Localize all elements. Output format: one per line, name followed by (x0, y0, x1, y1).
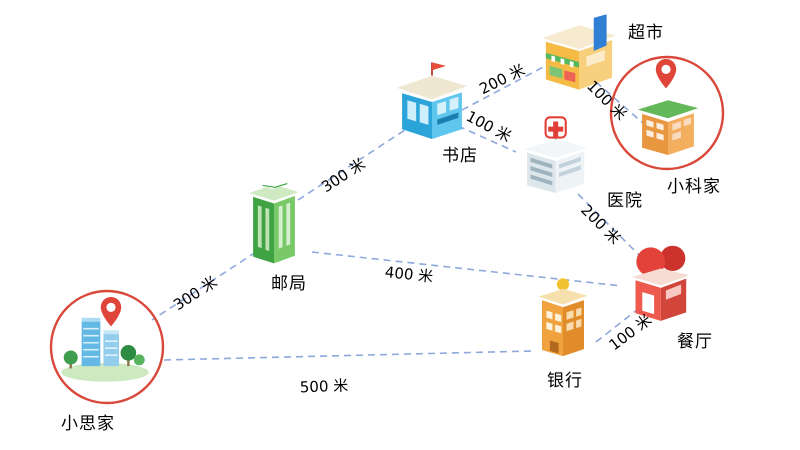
shop-sign (593, 14, 607, 51)
label-xiaoke-home: 小科家 (667, 177, 721, 197)
building-bank (528, 272, 598, 364)
distance-line-xiaosi_home-bank (163, 350, 533, 361)
home-group-xiaoke (606, 52, 728, 174)
label-bookstore: 书店 (442, 146, 478, 166)
distance-line-post_office-restaurant (311, 251, 623, 287)
location-pin-icon (653, 58, 679, 90)
distance-line-bookstore-supermarket (461, 63, 550, 111)
label-post-office: 邮局 (271, 274, 307, 294)
distance-line-post_office-xiaosi_home (151, 251, 257, 321)
home-group-xiaosi (46, 286, 168, 408)
restaurant-icon (632, 245, 690, 321)
tree-icon (133, 354, 145, 366)
bookstore-icon (396, 62, 468, 139)
label-hospital: 医院 (607, 191, 643, 211)
distance-line-post_office-bookstore (297, 127, 409, 201)
building-xiaoke-home (632, 88, 704, 160)
distance-line-supermarket-xiaoke_home (595, 81, 645, 125)
building-xiaosi-home (58, 310, 152, 384)
building-restaurant (622, 238, 698, 326)
distance-label-xiaosi_home-bank: 500 米 (299, 376, 349, 397)
highlight-circle-xiaosi (49, 289, 165, 405)
location-pin-icon (98, 296, 124, 328)
tree-icon (120, 345, 137, 361)
label-xiaosi-home: 小思家 (61, 414, 115, 434)
xiaosi-home-icon (61, 317, 149, 382)
envelope-icon (262, 180, 288, 190)
distance-line-bookstore-hospital (457, 125, 517, 153)
label-restaurant: 餐厅 (677, 332, 713, 352)
supermarket-icon (542, 14, 616, 90)
building-hospital (512, 114, 596, 198)
highlight-circle-xiaoke (609, 55, 725, 171)
label-supermarket: 超市 (628, 23, 664, 43)
distance-line-hospital-restaurant (577, 193, 647, 263)
post-office-icon (249, 180, 299, 264)
gold-dome (556, 278, 570, 291)
building-bookstore (388, 58, 476, 146)
flag-icon (432, 62, 447, 71)
label-bank: 银行 (547, 371, 583, 391)
hospital-icon (523, 116, 588, 193)
red-cross-icon (548, 121, 564, 137)
building-post-office (236, 172, 312, 272)
bank-icon (538, 278, 588, 357)
tree-icon (63, 350, 78, 365)
distance-line-bank-restaurant (595, 305, 643, 343)
building-supermarket (533, 5, 625, 97)
xiaoke-home-icon (637, 100, 699, 155)
